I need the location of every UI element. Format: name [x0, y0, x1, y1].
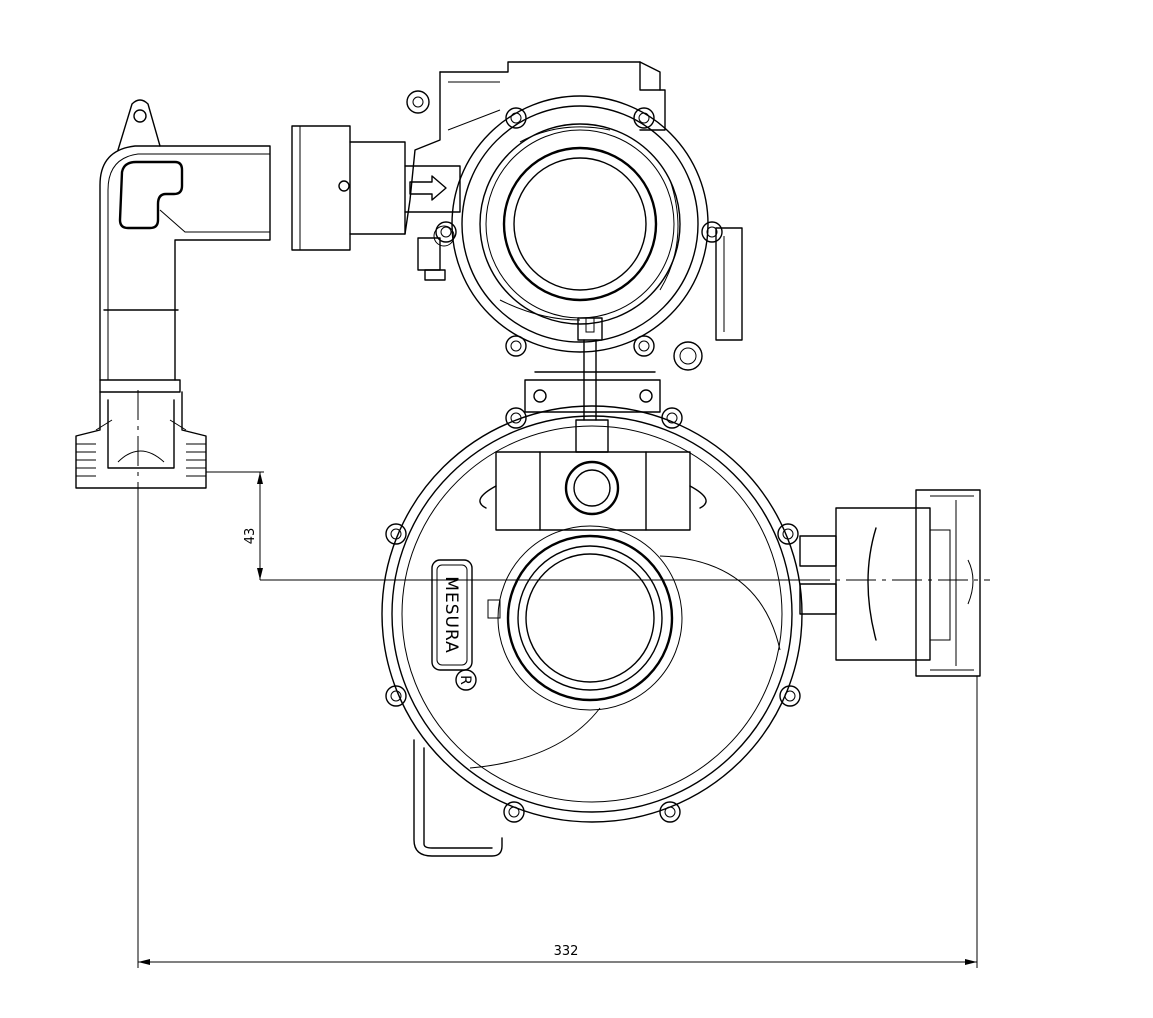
- upper-regulator-body: [404, 61, 743, 371]
- dimension-vertical: 43: [206, 471, 800, 581]
- outlet-fitting: [799, 489, 981, 677]
- lower-regulator-body: MESURA R: [381, 405, 803, 857]
- inlet-elbow-pipe: [99, 99, 406, 393]
- brand-plate: MESURA: [431, 559, 473, 671]
- registered-mark: R: [457, 675, 473, 685]
- inlet-threaded-nut: [75, 391, 207, 489]
- center-lines: [137, 390, 990, 581]
- brand-label: MESURA: [441, 576, 461, 653]
- dimension-horizontal: 332: [137, 500, 978, 968]
- dimension-label-332: 332: [554, 944, 579, 959]
- dimension-label-43: 43: [243, 528, 258, 545]
- registered-mark-circle: [455, 669, 477, 691]
